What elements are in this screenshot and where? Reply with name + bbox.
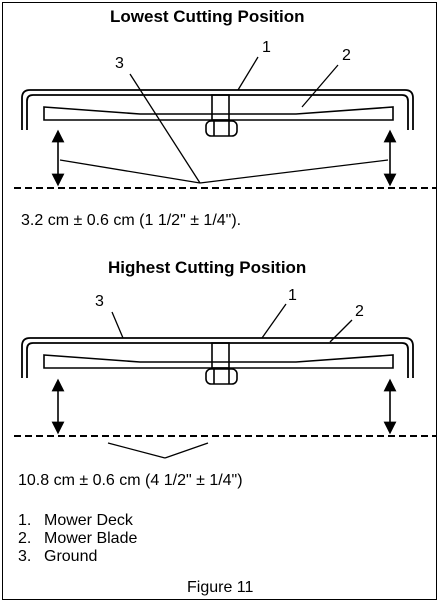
legend-label: Mower Deck <box>44 512 133 529</box>
callout-2-bottom: 2 <box>355 303 364 320</box>
mower-blade-bottom <box>43 342 394 369</box>
lowest-height-measurement: 3.2 cm ± 0.6 cm (1 1/2" ± 1/4"). <box>21 212 242 229</box>
callout-2-top: 2 <box>342 47 351 64</box>
legend-item: 2. Mower Blade <box>18 530 137 548</box>
callout-3-top: 3 <box>115 55 124 72</box>
callout-1-top: 1 <box>262 39 271 56</box>
legend-number: 2. <box>18 530 32 547</box>
legend-number: 3. <box>18 548 32 565</box>
height-arrows-top <box>51 129 397 187</box>
figure-caption: Figure 11 <box>187 579 254 596</box>
legend-number: 1. <box>18 512 32 529</box>
lowest-position-title: Lowest Cutting Position <box>110 7 305 26</box>
legend: 1. Mower Deck 2. Mower Blade 3. Ground <box>18 512 137 566</box>
leader-lines-top <box>59 56 389 184</box>
leader-lines-bottom <box>107 303 353 459</box>
blade-nut-bottom <box>205 368 238 385</box>
height-arrows-bottom <box>51 378 397 435</box>
legend-label: Ground <box>44 548 98 565</box>
callout-3-bottom: 3 <box>95 293 104 310</box>
figure-frame <box>2 2 437 600</box>
highest-height-measurement: 10.8 cm ± 0.6 cm (4 1/2" ± 1/4") <box>18 472 243 489</box>
callout-1-bottom: 1 <box>288 287 297 304</box>
legend-item: 3. Ground <box>18 548 137 566</box>
legend-label: Mower Blade <box>44 530 138 547</box>
highest-position-title: Highest Cutting Position <box>108 258 307 277</box>
legend-item: 1. Mower Deck <box>18 512 137 530</box>
blade-nut-top <box>205 120 238 137</box>
mower-blade-top <box>43 94 394 121</box>
